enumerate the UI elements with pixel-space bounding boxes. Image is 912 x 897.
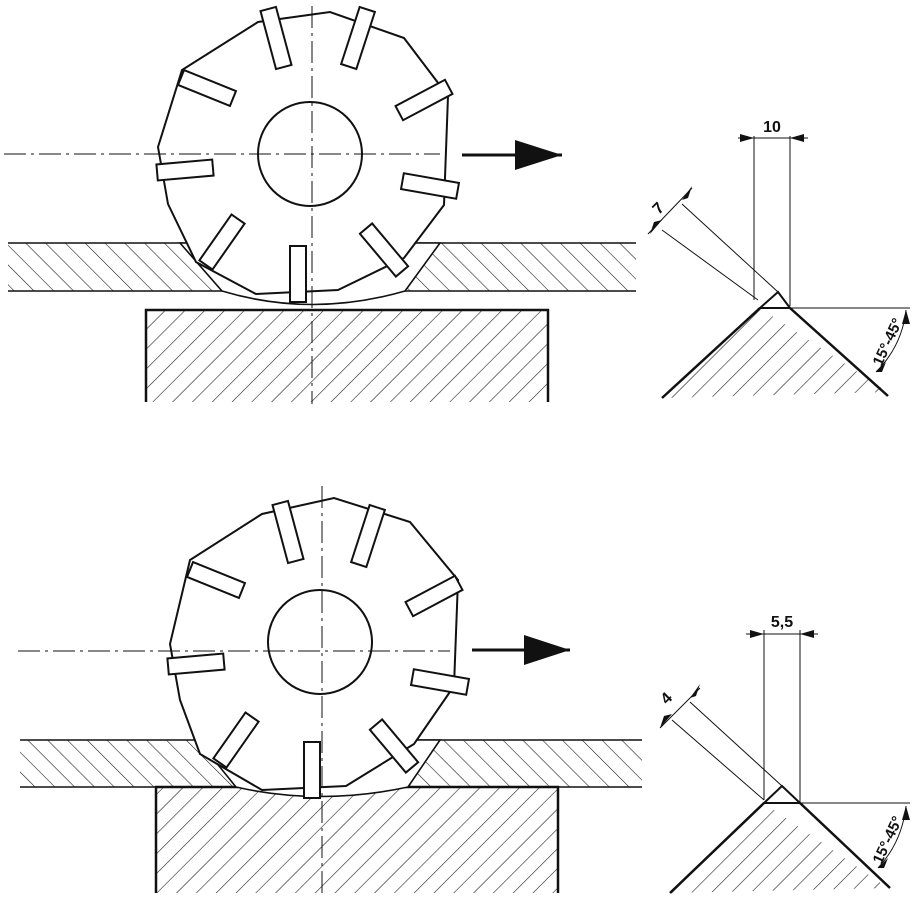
bottom-cutter-bore <box>267 589 373 695</box>
bottom-chamfer <box>761 784 803 804</box>
bottom-cutter-teeth <box>166 499 471 799</box>
top-feed-arrowhead <box>515 140 562 170</box>
bottom-diagram: 5,5 4 15°-45° <box>18 486 910 895</box>
top-cutter <box>155 5 461 303</box>
bottom-width-dimension: 5,5 <box>771 614 793 631</box>
top-base-block <box>144 308 550 402</box>
top-width-dimension: 10 <box>763 119 781 136</box>
bottom-depth-dimension: 4 <box>658 690 676 708</box>
bottom-feed-arrowhead <box>524 635 570 665</box>
top-detail: 10 7 15°-45° <box>647 119 910 399</box>
bottom-detail: 5,5 4 15°-45° <box>658 614 910 894</box>
bottom-cutter <box>166 496 471 799</box>
bottom-angle-range: 15°-45° <box>870 814 907 867</box>
top-chamfer <box>757 290 792 309</box>
bottom-base-block <box>154 785 560 893</box>
top-angle-range: 15°-45° <box>870 316 907 369</box>
top-diagram: 10 7 15°-45° <box>4 5 910 404</box>
top-cutter-teeth <box>155 5 461 303</box>
